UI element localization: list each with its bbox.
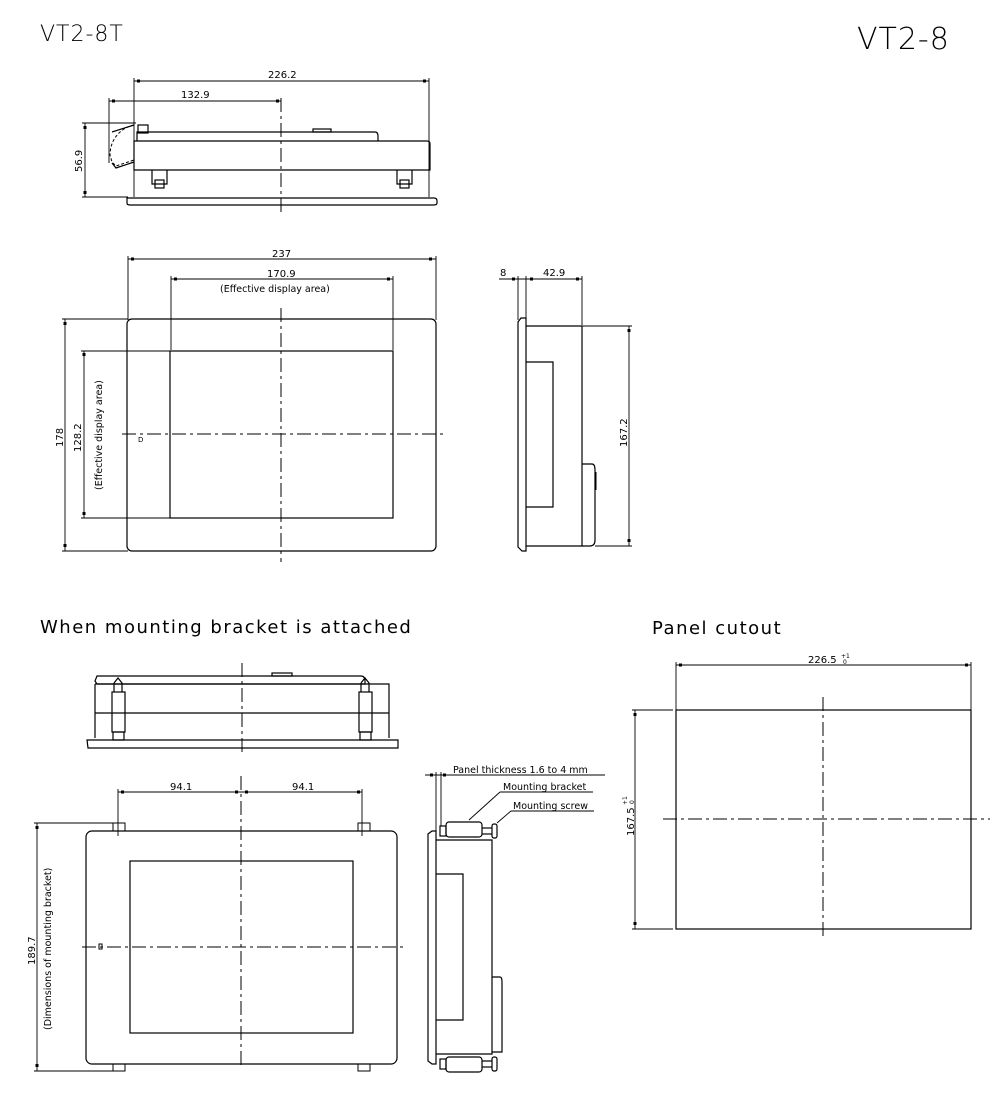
dim-center-offset: 132.9 (181, 90, 210, 101)
bracket-top-view (86, 663, 399, 756)
display-height-note: (Effective display area) (94, 380, 105, 490)
bracket-front-view: 94.1 94.1 189.7 (Dimensions of mounting … (27, 776, 403, 1072)
cutout-width-tol-lower: 0 (843, 659, 847, 666)
top-side-view: 226.2 132.9 56.9 (74, 70, 438, 212)
dim-cutout-width: 226.5 (808, 655, 837, 666)
bracket-side-view: Panel thickness 1.6 to 4 mm Mounting bra… (425, 765, 605, 1073)
section-title-bracket: When mounting bracket is attached (40, 617, 412, 638)
dim-depth: 42.9 (543, 268, 565, 279)
panel-cutout: 226.5 +1 0 167.5 +1 0 (622, 653, 990, 940)
dim-left-spacing: 94.1 (170, 782, 192, 793)
front-view: 237 170.9 (Effective display area) 178 1… (55, 249, 443, 562)
marker-d: D (138, 436, 143, 444)
dim-display-width: 170.9 (267, 269, 296, 280)
cutout-width-tol-upper: +1 (841, 653, 850, 660)
bracket-height-note: (Dimensions of mounting bracket) (43, 868, 54, 1030)
dim-display-height: 128.2 (73, 423, 84, 452)
cutout-height-tol-upper: +1 (622, 796, 629, 805)
dim-front-width: 237 (272, 249, 291, 260)
dim-overall-width: 226.2 (268, 70, 297, 81)
section-title-cutout: Panel cutout (652, 618, 782, 639)
cutout-height-tol-lower: 0 (629, 800, 636, 804)
callout-mounting-bracket: Mounting bracket (503, 782, 586, 793)
model-title-left: VT2-8T (40, 22, 124, 47)
dim-panel-thickness: 8 (500, 268, 506, 279)
dim-side-height: 167.2 (619, 418, 630, 447)
dim-bracket-height: 189.7 (27, 936, 38, 965)
display-width-note: (Effective display area) (220, 284, 330, 295)
callout-mounting-screw: Mounting screw (513, 801, 588, 812)
callout-panel-thickness: Panel thickness 1.6 to 4 mm (453, 765, 588, 776)
dim-right-spacing: 94.1 (292, 782, 314, 793)
dim-cutout-height: 167.5 (626, 807, 637, 836)
model-title-right: VT2-8 (857, 22, 950, 57)
dim-height: 56.9 (74, 150, 85, 172)
dim-front-height: 178 (55, 428, 66, 447)
side-view: 8 42.9 167.2 (499, 268, 632, 552)
